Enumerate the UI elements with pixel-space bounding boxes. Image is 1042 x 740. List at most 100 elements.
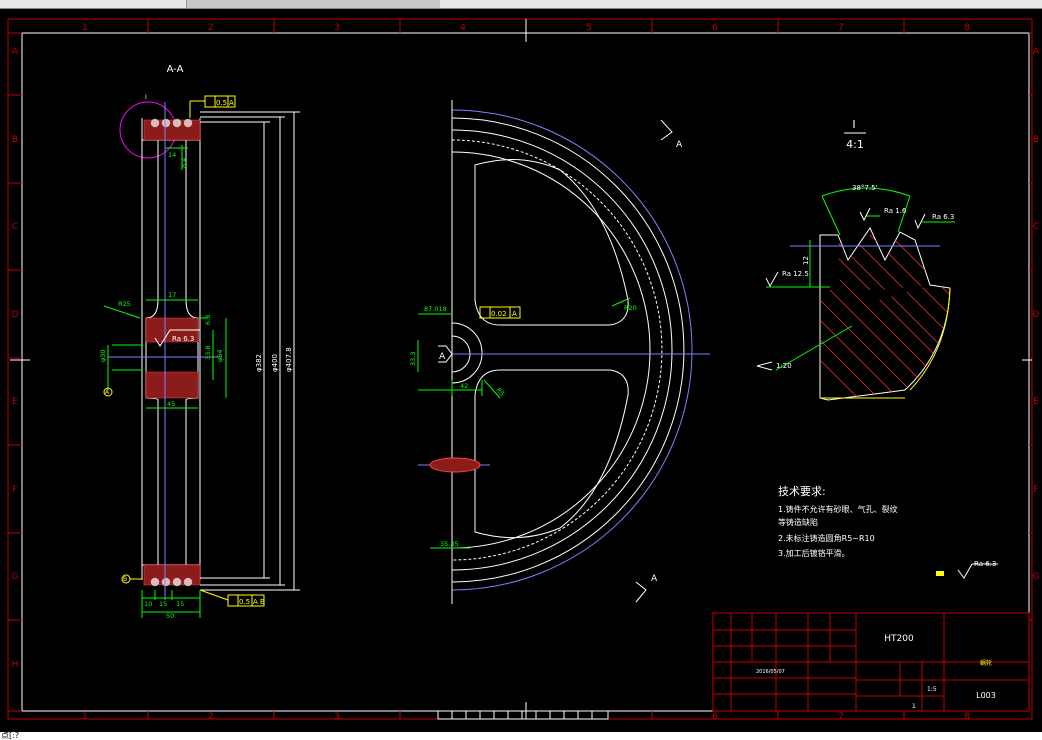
dim-68: 6.8 <box>204 315 212 325</box>
tab[interactable] <box>602 0 767 8</box>
col-label: 1 <box>82 23 88 33</box>
tab[interactable] <box>440 0 605 8</box>
title-block: HT200 2016/05/07 1:5 蜗轮 L003 1 <box>712 612 1030 712</box>
dim-r20: R20 <box>624 304 637 312</box>
col-label: 6 <box>712 23 718 33</box>
zone-ticks <box>8 19 1032 719</box>
dim-15b: 15 <box>176 600 184 608</box>
tol-flat: 0.02 <box>491 310 507 318</box>
col-label: 5 <box>586 23 592 33</box>
notes-line2: 等铸造缺陷 <box>778 517 818 527</box>
dim-338-front: 33.3 <box>409 352 417 366</box>
detail-mark: I <box>145 94 147 101</box>
tol-flat-ref: A <box>512 310 517 318</box>
detail-view[interactable]: I 4:1 <box>756 118 955 401</box>
notes-line4: 3.加工后镀铬平滑。 <box>778 548 850 558</box>
col-label: 3 <box>334 712 340 722</box>
part-name: 蜗轮 <box>980 659 992 667</box>
outer-rim <box>451 109 693 591</box>
row-label: F <box>12 485 17 495</box>
col-label: 8 <box>964 712 970 722</box>
dim-42: 42 <box>460 382 468 390</box>
command-prompt: 点[:? <box>1 731 20 740</box>
technical-notes: 技术要求: 1.铸件不允许有砂眼、气孔、裂纹 等铸造缺陷 2.未标注铸造圆角R5… <box>778 485 898 558</box>
drawing-canvas[interactable]: 1 2 3 4 5 6 7 8 1 2 3 6 7 8 A B C D E F … <box>0 9 1042 732</box>
row-label: D <box>1033 310 1040 320</box>
section-title: A-A <box>167 64 184 75</box>
row-label: B <box>12 135 18 145</box>
dim-30: φ30 <box>99 349 107 362</box>
row-label: H <box>12 660 19 670</box>
col-label: 2 <box>208 23 214 33</box>
dim-45: 45 <box>167 400 175 408</box>
col-label: 1 <box>82 712 88 722</box>
tol-bottom: 0.5 <box>239 598 250 606</box>
other-roughness: Ra 6.3 <box>974 560 996 568</box>
dim-87: 87.018 <box>424 305 447 313</box>
drawing-no: L003 <box>976 691 996 700</box>
row-label: D <box>12 310 19 320</box>
notes-title: 技术要求: <box>778 485 826 498</box>
dim-3535: 35.35 <box>440 540 459 548</box>
dim-54: φ54 <box>216 349 224 362</box>
sheet: 1 <box>912 703 916 710</box>
centering-marks <box>10 19 1032 719</box>
label-a-front: A <box>439 352 446 362</box>
notes-line3: 2.未标注铸造圆角R5~R10 <box>778 533 875 543</box>
scale-bar <box>437 710 609 720</box>
detail-ra63: Ra 6.3 <box>932 213 954 221</box>
row-label: A <box>12 47 19 57</box>
detail-dim12: 12 <box>802 256 810 265</box>
roughness-left: R25 <box>118 300 131 308</box>
tol-bottom-ref: A B <box>253 598 265 606</box>
dim-338: 33.8 <box>204 346 212 360</box>
detail-ra16: Ra 1.6 <box>884 207 907 215</box>
col-label: 4 <box>460 23 466 33</box>
detail-angle: 38°7.5' <box>852 184 878 192</box>
spoke-section <box>429 457 481 473</box>
arrow-a-bottom: A <box>651 574 658 584</box>
dim-400: φ400 <box>271 354 279 372</box>
dim-17: 17 <box>168 291 176 299</box>
detail-scale: 4:1 <box>846 138 864 151</box>
date: 2016/05/07 <box>756 669 785 675</box>
hub-bottom-section <box>145 371 199 399</box>
row-label: E <box>1033 397 1039 407</box>
detail-section <box>819 226 951 401</box>
front-view[interactable]: 87.018 33.3 42 R20 R5 35.35 A A A <box>409 100 710 604</box>
dim-4078: φ407.8 <box>285 347 293 372</box>
tab[interactable] <box>764 0 899 8</box>
tab[interactable] <box>62 0 187 8</box>
command-line[interactable]: 点[:? <box>0 732 1042 740</box>
dim-14: 14 <box>168 151 176 159</box>
row-label: G <box>12 572 19 582</box>
section-view[interactable]: A-A I <box>99 64 521 620</box>
datum-b: B <box>123 576 127 583</box>
col-label: 8 <box>964 23 970 33</box>
tol-top-ref: A <box>229 99 234 107</box>
material: HT200 <box>884 634 914 644</box>
tab[interactable] <box>0 0 65 8</box>
dim-r5: R5 <box>494 386 506 398</box>
row-label: A <box>1033 47 1040 57</box>
row-label: C <box>1033 222 1039 232</box>
row-label: G <box>1033 572 1040 582</box>
tab-bar <box>0 0 1042 9</box>
col-label: 6 <box>712 712 718 722</box>
detail-ra125: Ra 12.5 <box>782 270 809 278</box>
col-label: 3 <box>334 23 340 33</box>
tab[interactable] <box>896 0 1042 8</box>
row-label: E <box>12 397 18 407</box>
scale: 1:5 <box>927 686 937 693</box>
roughness-hub: Ra 6.3 <box>172 335 194 343</box>
dim-10: 10 <box>144 600 152 608</box>
detail-slope: 1:20 <box>776 362 792 370</box>
col-label: 7 <box>838 712 844 722</box>
col-label: 7 <box>838 23 844 33</box>
dim-382: φ382 <box>255 354 263 372</box>
detail-label: I <box>852 118 855 131</box>
row-label: C <box>12 222 18 232</box>
dim-50: 50 <box>166 612 174 620</box>
row-label: B <box>1033 135 1039 145</box>
row-label: F <box>1033 485 1038 495</box>
